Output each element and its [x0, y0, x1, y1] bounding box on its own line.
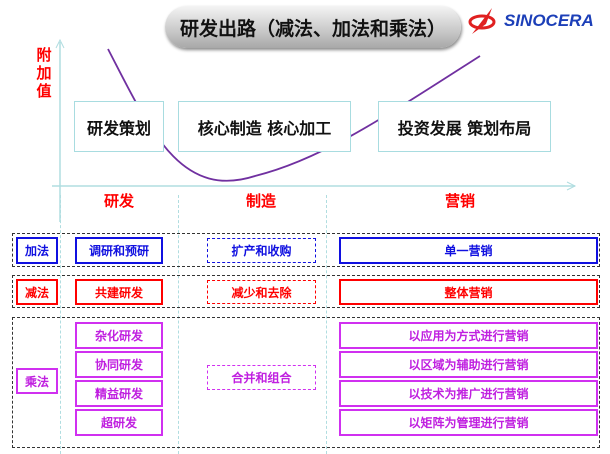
stage-mfg: 核心制造 核心加工: [178, 101, 351, 152]
y-axis-label: 附加值: [36, 46, 52, 100]
add-row: [12, 233, 600, 267]
logo-text: SINOCERA: [504, 11, 594, 30]
mul-mfg: 合并和组合: [207, 365, 316, 390]
add-rd: 调研和预研: [75, 237, 163, 264]
logo: SINOCERA: [468, 4, 608, 38]
stage-mkt: 投资发展 策划布局: [378, 101, 551, 152]
sub-row: [12, 275, 600, 308]
y-axis-arrow: [55, 38, 65, 49]
mul-rd-item: 精益研发: [75, 380, 163, 407]
mul-rd-item: 超研发: [75, 409, 163, 436]
x-label-mfg: 制造: [246, 192, 277, 210]
sinocera-logo-icon: [468, 8, 496, 34]
x-label-rd: 研发: [104, 192, 135, 210]
column-divider: [326, 195, 327, 454]
mul-mkt-item: 以应用为方式进行营销: [339, 322, 598, 349]
add-mfg: 扩产和收购: [207, 238, 316, 263]
x-axis-arrow: [566, 181, 577, 191]
add-mkt: 单一营销: [339, 237, 598, 264]
mul-mkt-item: 以矩阵为管理进行营销: [339, 409, 598, 436]
sub-mfg: 减少和去除: [207, 280, 316, 304]
x-label-mkt: 营销: [445, 192, 476, 210]
page-title: 研发出路（减法、加法和乘法）: [165, 6, 461, 48]
sub-rd: 共建研发: [75, 279, 163, 305]
add-label: 加法: [16, 237, 58, 264]
sub-mkt: 整体营销: [339, 279, 598, 305]
mul-rd-item: 杂化研发: [75, 322, 163, 349]
mul-mkt-item: 以技术为推广进行营销: [339, 380, 598, 407]
mul-mkt-item: 以区域为辅助进行营销: [339, 351, 598, 378]
mul-label: 乘法: [16, 368, 58, 394]
column-divider: [60, 195, 61, 454]
stage-rd: 研发策划: [74, 101, 164, 152]
mul-rd-item: 协同研发: [75, 351, 163, 378]
sub-label: 减法: [16, 279, 58, 305]
mul-row: [12, 317, 600, 448]
column-divider: [178, 195, 179, 454]
